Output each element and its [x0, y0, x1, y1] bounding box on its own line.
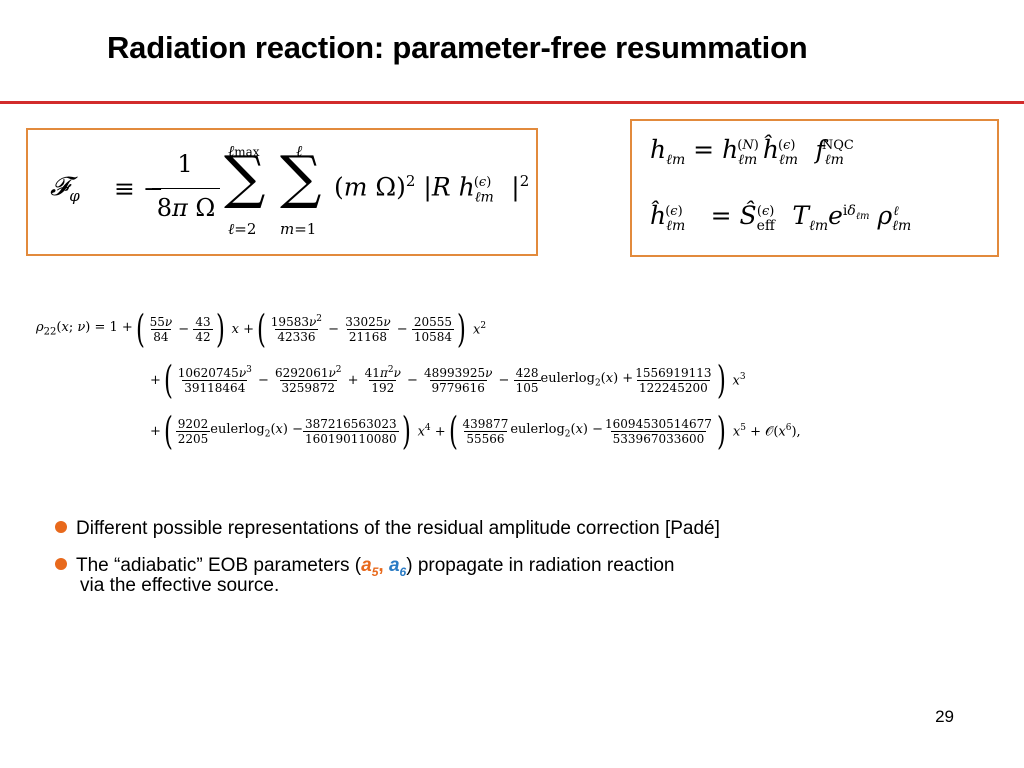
bullet-item-1: Different possible representations of th… [55, 518, 720, 540]
a5-parameter: a5 [361, 555, 379, 579]
bullet-dot-icon [55, 520, 67, 533]
factorization-formula-box: hℓm = hℓm(N)ĥℓm(ϵ)fℓmNQC ĥℓm(ϵ) = Ŝeff(ϵ… [630, 119, 999, 257]
factorization-line2: ĥℓm(ϵ) = Ŝeff(ϵ)Tℓmeiδℓm ρℓmℓ [650, 201, 912, 234]
bullet-dot-icon [55, 557, 67, 570]
slide-title: Radiation reaction: parameter-free resum… [107, 30, 808, 65]
bullet-item-2: The “adiabatic” EOB parameters (a5, a6) … [55, 555, 675, 579]
page-number: 29 [935, 707, 954, 726]
bullet-item-2-continuation: via the effective source. [80, 575, 280, 596]
a6-parameter: a6 [388, 555, 407, 579]
flux-formula-box: 𝓕φ ≡ − 1 8π Ω ℓmax ∑ ℓ=2 ℓ ∑ m=1 (m Ω)2 … [26, 128, 538, 256]
title-divider [0, 101, 1024, 104]
